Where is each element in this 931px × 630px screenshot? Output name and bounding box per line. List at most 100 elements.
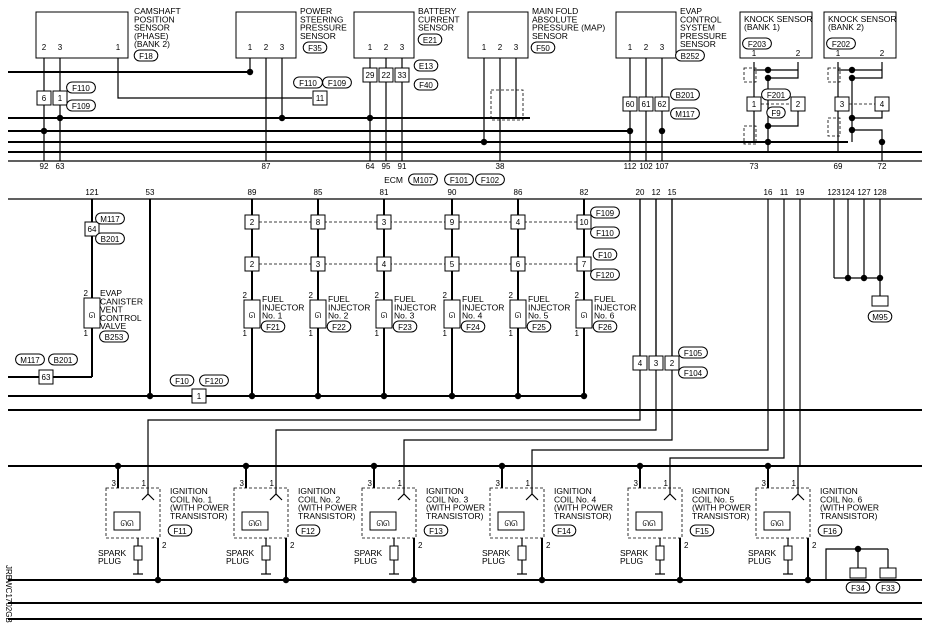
injector-2-junction bbox=[314, 392, 322, 400]
coil-6-pin-3: 3 bbox=[762, 479, 767, 488]
cmp-pin-2: 2 bbox=[42, 43, 47, 52]
injector-1-joint-2-box bbox=[244, 256, 260, 272]
bat-pin-2: 2 bbox=[384, 43, 389, 52]
bat-joint-conn-1: E13 bbox=[419, 62, 434, 71]
ks2-joint-2-box bbox=[874, 96, 890, 112]
coil-3-spark-plug-label-line: PLUG bbox=[354, 556, 377, 566]
coil-2-name-line: (WITH POWER bbox=[298, 503, 357, 513]
coil-6-connector-outline bbox=[817, 524, 843, 537]
ground-m95-symbol bbox=[871, 295, 889, 307]
knock-sensor-2-name-line: (BANK 2) bbox=[828, 22, 864, 32]
coil-5-name-line: IGNITION bbox=[692, 486, 730, 496]
evap-valve-pin-2: 2 bbox=[84, 289, 89, 298]
bat-joint-3-box bbox=[394, 67, 410, 83]
ecm-lower-pin-20: 20 bbox=[636, 188, 645, 197]
ecm-connector-2-outline bbox=[444, 173, 474, 186]
evap-pressure-sensor-name-line: EVAP bbox=[680, 6, 702, 16]
cmp-joint-a-box bbox=[36, 90, 52, 106]
coil-2-spark-plug-label-line: SPARK bbox=[226, 548, 255, 558]
coil-4-spark-plug-label-line: SPARK bbox=[482, 548, 511, 558]
coil-2-signal-wire bbox=[275, 199, 657, 488]
injector-1-connector: F21 bbox=[266, 323, 280, 332]
evp-junction-2 bbox=[658, 127, 666, 135]
ks2-joint-2: 4 bbox=[880, 100, 885, 109]
ks1-joint-conn-2-outline bbox=[766, 106, 786, 119]
ks1-pin-2: 2 bbox=[796, 49, 801, 58]
injector-6-joint-2: 7 bbox=[582, 260, 587, 269]
injector-4-coil bbox=[443, 299, 461, 329]
evap-valve-name-line: CONTROL bbox=[100, 313, 142, 323]
injector-joint-row1-conn-2: F110 bbox=[596, 229, 614, 238]
map-sensor-name-line: PRESSURE (MAP) bbox=[532, 23, 605, 33]
injector-6-pin-1: 1 bbox=[575, 329, 580, 338]
injector-1-name-line: FUEL bbox=[262, 294, 284, 304]
coil-5-pin-2: 2 bbox=[684, 541, 689, 550]
evap-pressure-sensor-name-line: SYSTEM bbox=[680, 23, 715, 33]
evap-valve-coil bbox=[83, 297, 101, 329]
injector-joint-row2-conn-2: F120 bbox=[596, 271, 615, 280]
battery-sensor-name-line: SENSOR bbox=[418, 23, 454, 33]
coil-6-module bbox=[755, 487, 811, 539]
psp-junction-2 bbox=[278, 114, 286, 122]
coil-6-name-line: (WITH POWER bbox=[820, 503, 879, 513]
power-steering-sensor-name-line: PRESSURE bbox=[300, 23, 347, 33]
cmp-pin-1: 1 bbox=[116, 43, 121, 52]
ecm-lower-pin-128: 128 bbox=[873, 188, 887, 197]
injector-4-name-line: INJECTOR bbox=[462, 302, 504, 312]
injector-3-junction bbox=[380, 392, 388, 400]
coil-5-spark-plug-label-line: SPARK bbox=[620, 548, 649, 558]
injector-3-name-line: INJECTOR bbox=[394, 302, 436, 312]
injector-supply-conn-1-outline bbox=[169, 374, 195, 387]
coil-2-spark-plug-label-line: PLUG bbox=[226, 556, 249, 566]
injector-2-connector-outline bbox=[326, 320, 352, 333]
injector-2-name-line: FUEL bbox=[328, 294, 350, 304]
camshaft-sensor-name-line: SENSOR bbox=[134, 23, 170, 33]
psp-joint-conn-2-outline bbox=[322, 76, 352, 89]
injector-3-name-line: No. 3 bbox=[394, 311, 415, 321]
ks2-junction-5 bbox=[878, 138, 886, 146]
injector-3-joint-1: 3 bbox=[382, 218, 387, 227]
coil-joint-pin-4: 4 bbox=[638, 359, 643, 368]
coil-6-spark-plug-label-line: PLUG bbox=[748, 556, 771, 566]
ecm-lower-pin-81: 81 bbox=[380, 188, 389, 197]
injector-1-name-line: No. 1 bbox=[262, 311, 283, 321]
coil-2-module bbox=[233, 487, 289, 539]
injector-6-joint-2-box bbox=[576, 256, 592, 272]
map-sensor-connector-outline bbox=[530, 41, 556, 54]
coil-2-winding-symbol: ᘏᘏ bbox=[248, 519, 262, 528]
knock-sensor-bank1-box bbox=[739, 11, 813, 59]
coil-4-pin-3: 3 bbox=[496, 479, 501, 488]
evap-valve-name-line: VENT bbox=[100, 305, 123, 315]
injector-5-joint-2-box bbox=[510, 256, 526, 272]
map-sensor-name-line: MAIN FOLD bbox=[532, 6, 578, 16]
ks1-junction-4 bbox=[764, 138, 772, 146]
cmp-joint-conn-1: F110 bbox=[72, 84, 90, 93]
evap-pressure-sensor-name-line: CONTROL bbox=[680, 14, 722, 24]
ecm-53-junction bbox=[146, 392, 154, 400]
injector-1-name-line: INJECTOR bbox=[262, 302, 304, 312]
ecm-lower-pin-89: 89 bbox=[248, 188, 257, 197]
evap-valve-lower-conn-1-outline bbox=[15, 353, 45, 366]
injector-4-joint-2: 5 bbox=[450, 260, 455, 269]
camshaft-sensor-connector-outline bbox=[133, 49, 159, 62]
injector-2-connector: F22 bbox=[332, 323, 346, 332]
coil-6-pin-1: 1 bbox=[792, 479, 797, 488]
bat-joint-2-box bbox=[378, 67, 394, 83]
evp-joint-2-box bbox=[638, 96, 654, 112]
coil-6-name-line: IGNITION bbox=[820, 486, 858, 496]
evp-junction-1 bbox=[626, 127, 634, 135]
coil-1-name-line: (WITH POWER bbox=[170, 503, 229, 513]
injector-2-pin-2: 2 bbox=[309, 291, 314, 300]
injector-6-name-line: INJECTOR bbox=[594, 302, 636, 312]
injector-4-coil-symbol: ᘏ bbox=[449, 311, 456, 320]
coil-3-pin-3: 3 bbox=[368, 479, 373, 488]
coil-4-winding bbox=[497, 511, 525, 531]
coil-1-name-line: COIL No. 1 bbox=[170, 494, 212, 504]
psp-joint-box bbox=[312, 90, 328, 106]
camshaft-sensor-name-line: CAMSHAFT bbox=[134, 6, 181, 16]
knock-sensor-1-connector: F203 bbox=[748, 40, 767, 49]
coil-1-pin-2: 2 bbox=[162, 541, 167, 550]
cmp-wire-c bbox=[117, 58, 312, 99]
ks2-joint-1: 3 bbox=[840, 100, 845, 109]
injector-2-coil-symbol: ᘏ bbox=[315, 311, 322, 320]
